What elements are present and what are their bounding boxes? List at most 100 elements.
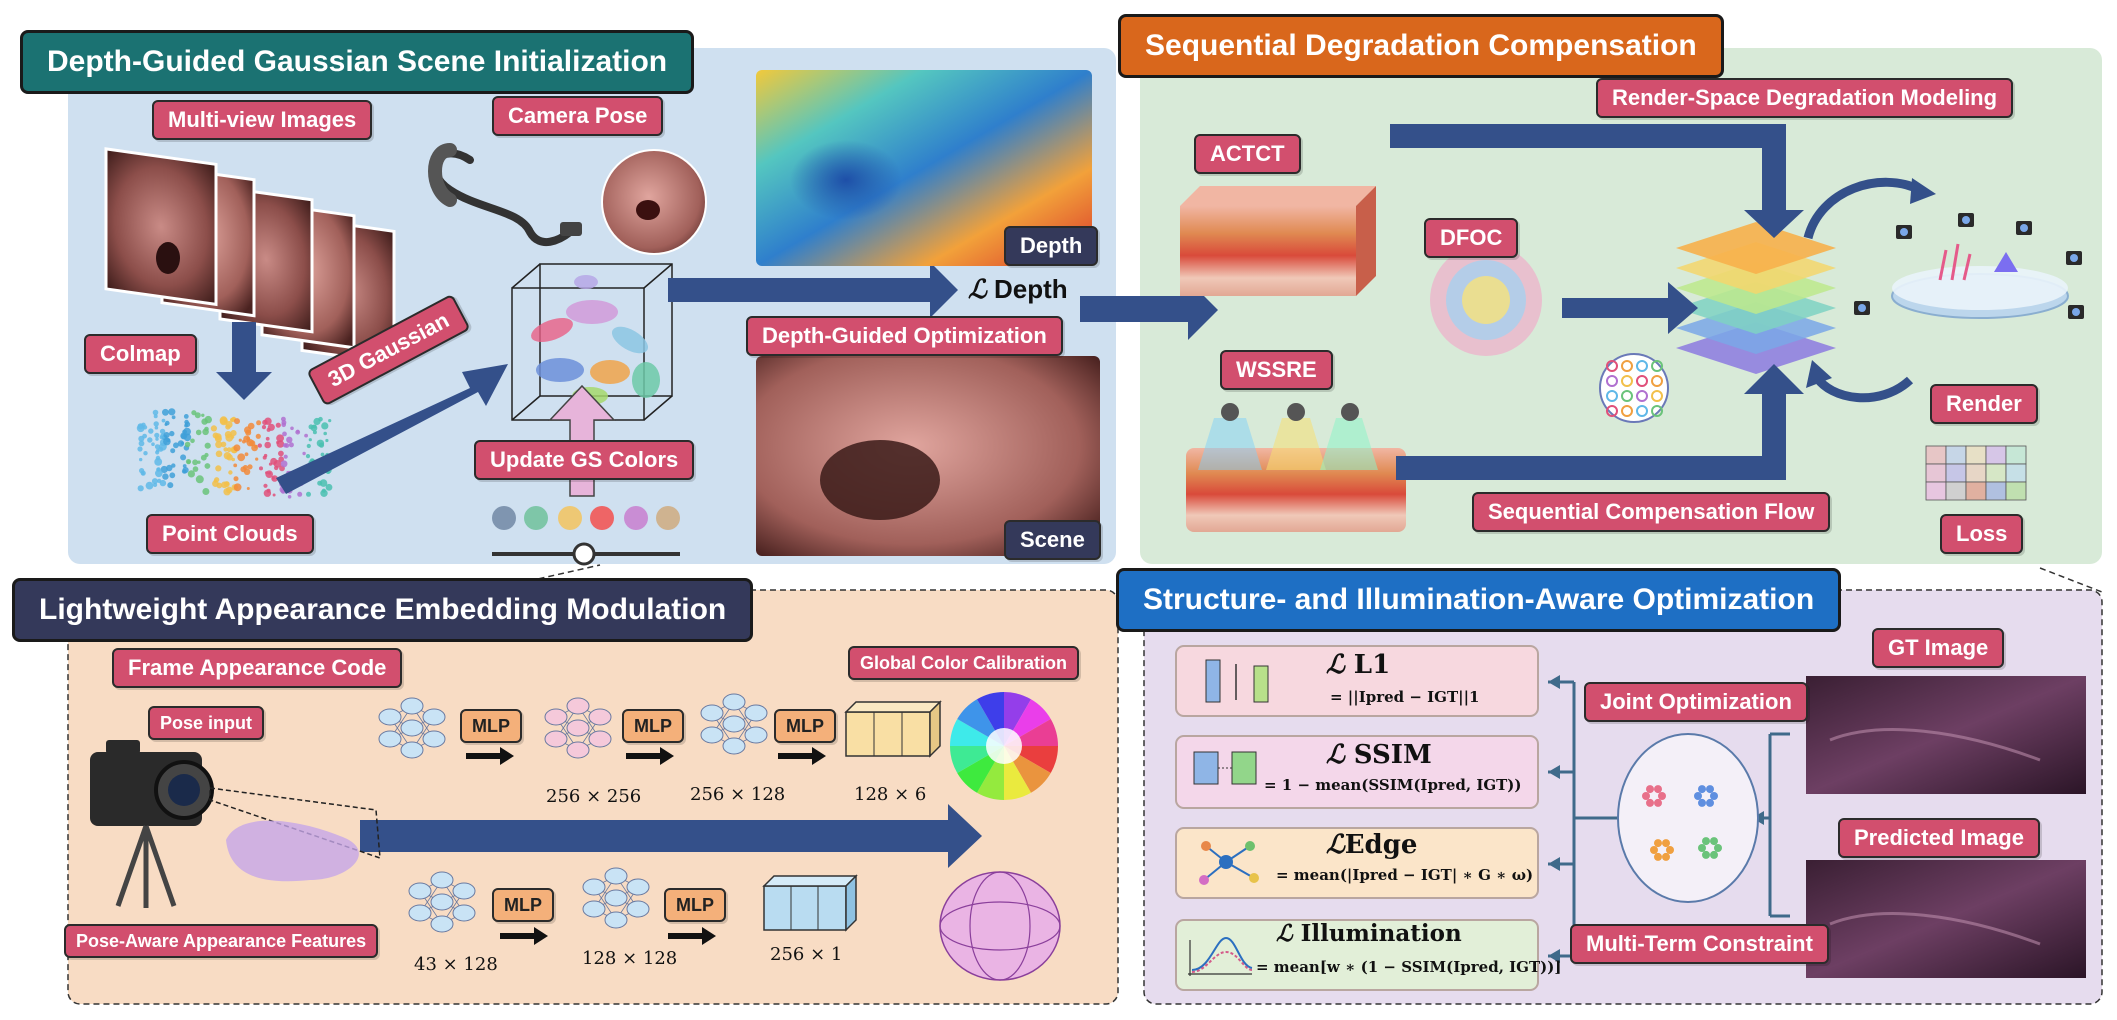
cluster-dot [1706,785,1714,794]
point [187,470,195,478]
dfoc-arrow [1562,282,1698,334]
loss-grid-cell [1965,481,1987,501]
point [257,443,262,448]
mlp-arrow [778,747,826,765]
point [180,454,187,461]
net-node [744,726,768,744]
cluster-dot [1710,850,1718,859]
connector-head [1548,765,1560,779]
mlp-arrows [466,747,826,945]
point [264,417,272,425]
camera-icon [90,740,214,908]
point [247,464,253,470]
point-clouds-label: Point Clouds [146,514,314,554]
point [287,495,292,499]
net-node [588,708,612,726]
point [282,431,287,437]
point [276,434,284,443]
point [271,475,278,482]
point [226,486,233,494]
point [159,479,167,487]
depth-loss-text: Depth [993,274,1068,304]
point [240,466,247,473]
loss-grid-cell [2005,445,2027,465]
multiview-label: Multi-view Images [152,100,373,140]
point [139,457,143,462]
mlp-arrow [466,747,514,765]
cluster-dot [1654,839,1662,848]
point [154,444,160,450]
point [197,460,201,464]
camera-mini-lens [2072,308,2080,316]
net-node [378,708,402,726]
loss-grid-cell [1985,481,2007,501]
point [154,432,160,438]
point [283,454,288,459]
net-node [378,730,402,748]
point [282,443,288,448]
point [166,438,171,443]
net-node [544,730,568,748]
dfoc-dot [1636,360,1648,372]
point [138,440,145,447]
cluster-dot [1698,844,1706,852]
dfoc-dot [1606,360,1618,372]
loss-grid-cell [2005,463,2027,483]
point [267,423,275,431]
point [228,470,233,475]
point [151,442,155,447]
net-node [566,697,590,715]
point [190,438,195,444]
point [159,428,166,435]
point [204,442,211,449]
endoscope-icon [428,143,582,247]
dfoc-dot [1606,390,1618,402]
cluster-icon [1617,733,1759,903]
cluster-dot [1658,792,1666,800]
dfoc-dot [1606,375,1618,387]
cluster-dot [1710,837,1718,846]
point [195,429,202,436]
point [210,425,217,432]
render-cameras [1854,213,2084,319]
point [192,466,199,472]
depth-loss-label: ℒ Depth [968,274,1068,305]
point [246,487,250,490]
dfoc-dot [1621,375,1633,387]
dfoc-dot [1621,360,1633,372]
net-node [400,697,424,715]
illumination-icon [1188,936,1253,976]
net-node [604,867,628,885]
loss-edge-text: Edge [1344,830,1418,860]
frame-code-label: Frame Appearance Code [112,648,403,688]
point [169,472,176,479]
cluster-dot [1646,798,1654,807]
point [182,464,187,468]
point [183,433,192,442]
connector-head [1548,949,1560,963]
cluster-dot [1714,844,1722,852]
point [137,446,143,452]
point [155,437,159,441]
cluster-dot [1706,798,1714,807]
point [143,451,148,456]
actct-tissue-block [1180,186,1376,296]
point [278,456,285,463]
scene-tag: Scene [1004,520,1101,560]
point [201,413,205,417]
mlp-arrow [668,927,716,945]
net-node [722,715,746,733]
seq-flow-label: Sequential Compensation Flow [1472,492,1831,532]
dfoc-dot [1651,390,1663,402]
point [233,476,239,482]
render-platform [1891,243,2069,319]
point [272,493,276,497]
point [263,483,268,488]
dim-bottom-2: 128 × 128 [582,948,678,969]
loss-l1-formula: = ||Ipred − IGT||1 [1330,688,1480,706]
point [270,457,278,465]
point [191,410,197,416]
point [192,459,199,466]
point [138,435,145,442]
